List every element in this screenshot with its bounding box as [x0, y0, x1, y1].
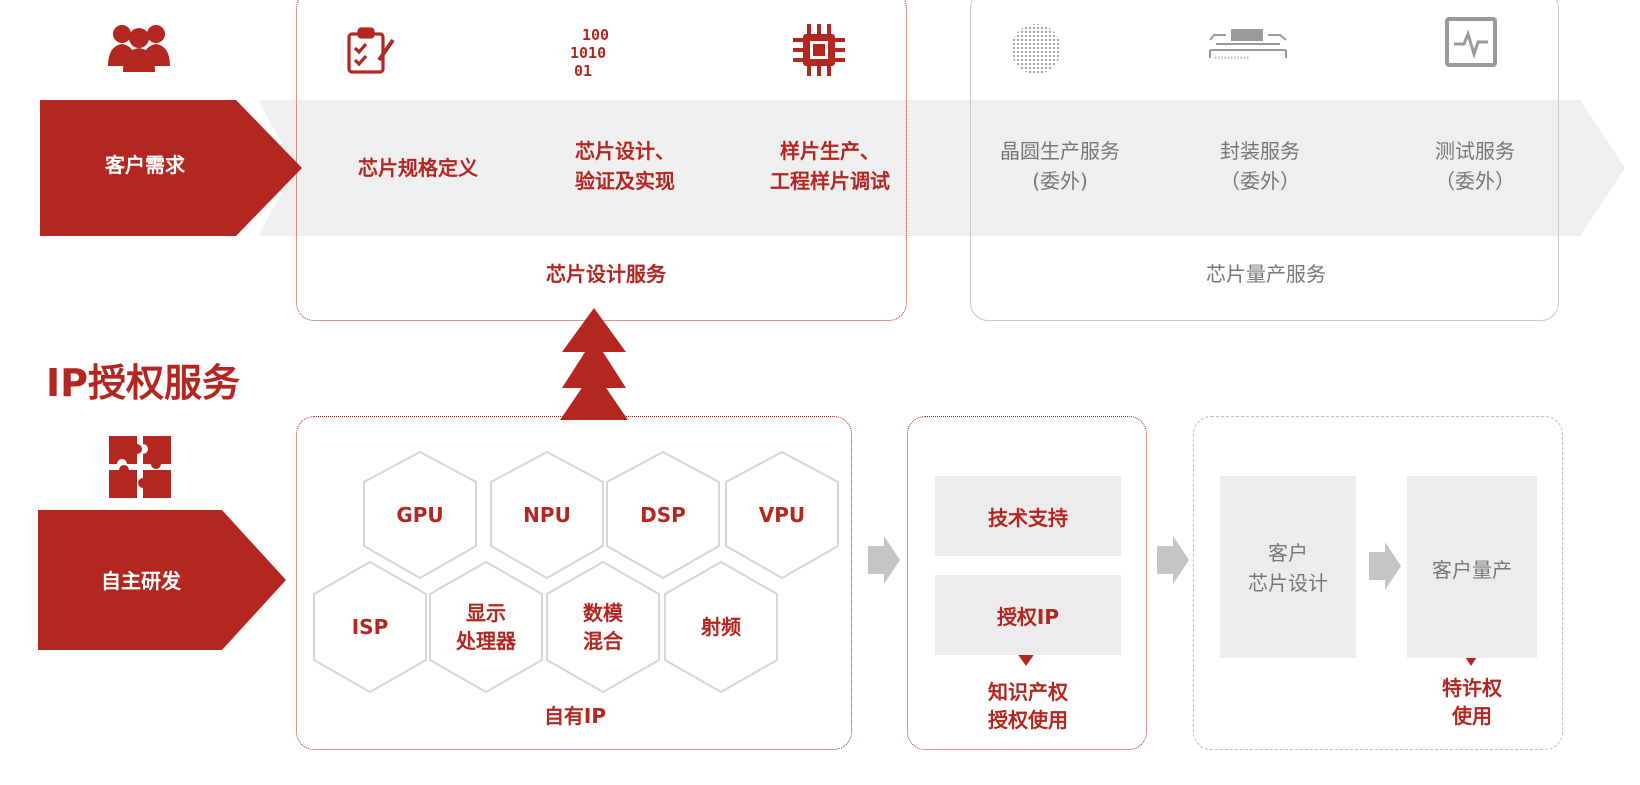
franchise-use-label: 特许权 使用 [1442, 676, 1502, 728]
chevron-step-2 [478, 100, 742, 236]
chip-design-service-group [296, 0, 907, 321]
customer-need-label: 客户需求 [105, 153, 185, 177]
chip-mass-production-group [970, 0, 1559, 321]
hex-label-isp: ISP [351, 615, 389, 639]
puzzle-icon [109, 436, 171, 498]
chevron-step-3 [698, 100, 962, 236]
step-test-service: 测试服务 （委外） [1435, 139, 1515, 193]
hex-mixed [546, 560, 660, 694]
self-dev-label: 自主研发 [101, 569, 181, 593]
wafer-icon [1011, 24, 1061, 74]
self-dev-arrow [38, 510, 286, 650]
hexagon-grid [313, 450, 839, 694]
step-sample-production: 样片生产、 工程样片调试 [770, 139, 890, 193]
hex-label-gpu: GPU [396, 503, 444, 527]
chip-icon [793, 24, 845, 76]
step-wafer-service: 晶圆生产服务 (委外) [1000, 139, 1120, 193]
package-icon: ‹‹‹‹‹‹‹‹‹‹‹ [1209, 29, 1287, 62]
clipboard-icon [347, 27, 395, 74]
hex-rf [664, 560, 778, 694]
own-ip-group [296, 416, 852, 750]
svg-text:01: 01 [574, 62, 592, 78]
customer-mass-production-label: 客户量产 [1432, 558, 1512, 582]
chip-design-service-label: 芯片设计服务 [546, 262, 666, 286]
chevron-step-6 [1348, 100, 1625, 236]
hex-npu [490, 450, 604, 580]
customer-usage-group [1193, 416, 1563, 750]
binary-icon: 100 1010 01 [570, 26, 609, 78]
arrow-right-icon [1369, 542, 1401, 590]
svg-text:‹‹‹‹‹‹‹‹‹‹‹: ‹‹‹‹‹‹‹‹‹‹‹ [1214, 53, 1249, 62]
license-ip-panel [935, 575, 1121, 655]
test-monitor-icon [1445, 17, 1497, 67]
hex-label-vpu: VPU [758, 503, 806, 527]
arrow-right-icon [1157, 536, 1189, 584]
hex-label-dsp: DSP [640, 503, 686, 527]
people-icon [108, 25, 170, 72]
hex-label-display: 显示 处理器 [456, 601, 516, 653]
tech-support-panel [935, 476, 1121, 556]
customer-need-arrow [40, 100, 302, 236]
hex-isp [313, 560, 427, 694]
chip-mass-production-label: 芯片量产服务 [1206, 262, 1326, 286]
hex-display [429, 560, 543, 694]
arrow-right-icon [868, 536, 900, 584]
customer-chip-design-label: 客户 芯片设计 [1248, 541, 1328, 595]
upward-triangle-stack [560, 308, 628, 420]
hex-label-npu: NPU [523, 503, 571, 527]
customer-chip-design-panel [1220, 476, 1356, 658]
step-design-verify: 芯片设计、 验证及实现 [575, 139, 675, 193]
hex-label-mixed-signal: 数模 混合 [583, 601, 623, 653]
chevron-step-1 [258, 100, 525, 236]
step-spec-definition: 芯片规格定义 [358, 156, 478, 180]
tech-support-label: 技术支持 [988, 506, 1068, 530]
license-support-group [907, 416, 1147, 750]
hex-gpu [363, 450, 477, 580]
customer-mass-production-panel [1407, 476, 1537, 658]
hex-vpu [725, 450, 839, 580]
license-ip-label: 授权IP [996, 605, 1060, 629]
section-title: IP授权服务 [46, 361, 240, 405]
chevron-step-4 [918, 100, 1177, 236]
hex-label-rf: 射频 [701, 615, 741, 639]
step-packaging-service: 封装服务 （委外） [1220, 139, 1300, 193]
svg-text:1010: 1010 [570, 44, 606, 62]
svg-text:100: 100 [582, 26, 609, 44]
own-ip-label: 自有IP [543, 704, 607, 728]
ip-license-use-label: 知识产权 授权使用 [988, 680, 1068, 732]
hex-dsp [606, 450, 720, 580]
chevron-step-5 [1133, 100, 1392, 236]
